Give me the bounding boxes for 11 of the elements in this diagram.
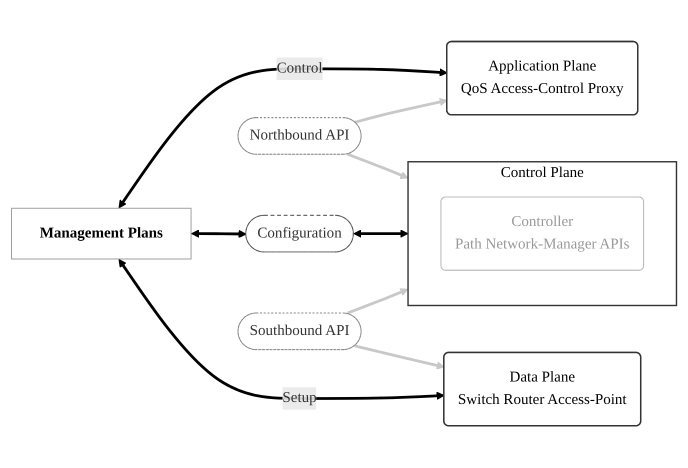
arrow — [347, 153, 408, 180]
arrow — [347, 288, 408, 315]
arrow — [118, 68, 448, 209]
edge-label: Control — [276, 60, 323, 77]
arrow — [353, 230, 408, 238]
arrow — [354, 344, 445, 370]
edge-label: Setup — [282, 390, 317, 406]
arrow — [354, 98, 448, 124]
arrow — [191, 230, 247, 238]
arrow — [118, 259, 445, 400]
node-box: Management Plans — [11, 208, 192, 260]
